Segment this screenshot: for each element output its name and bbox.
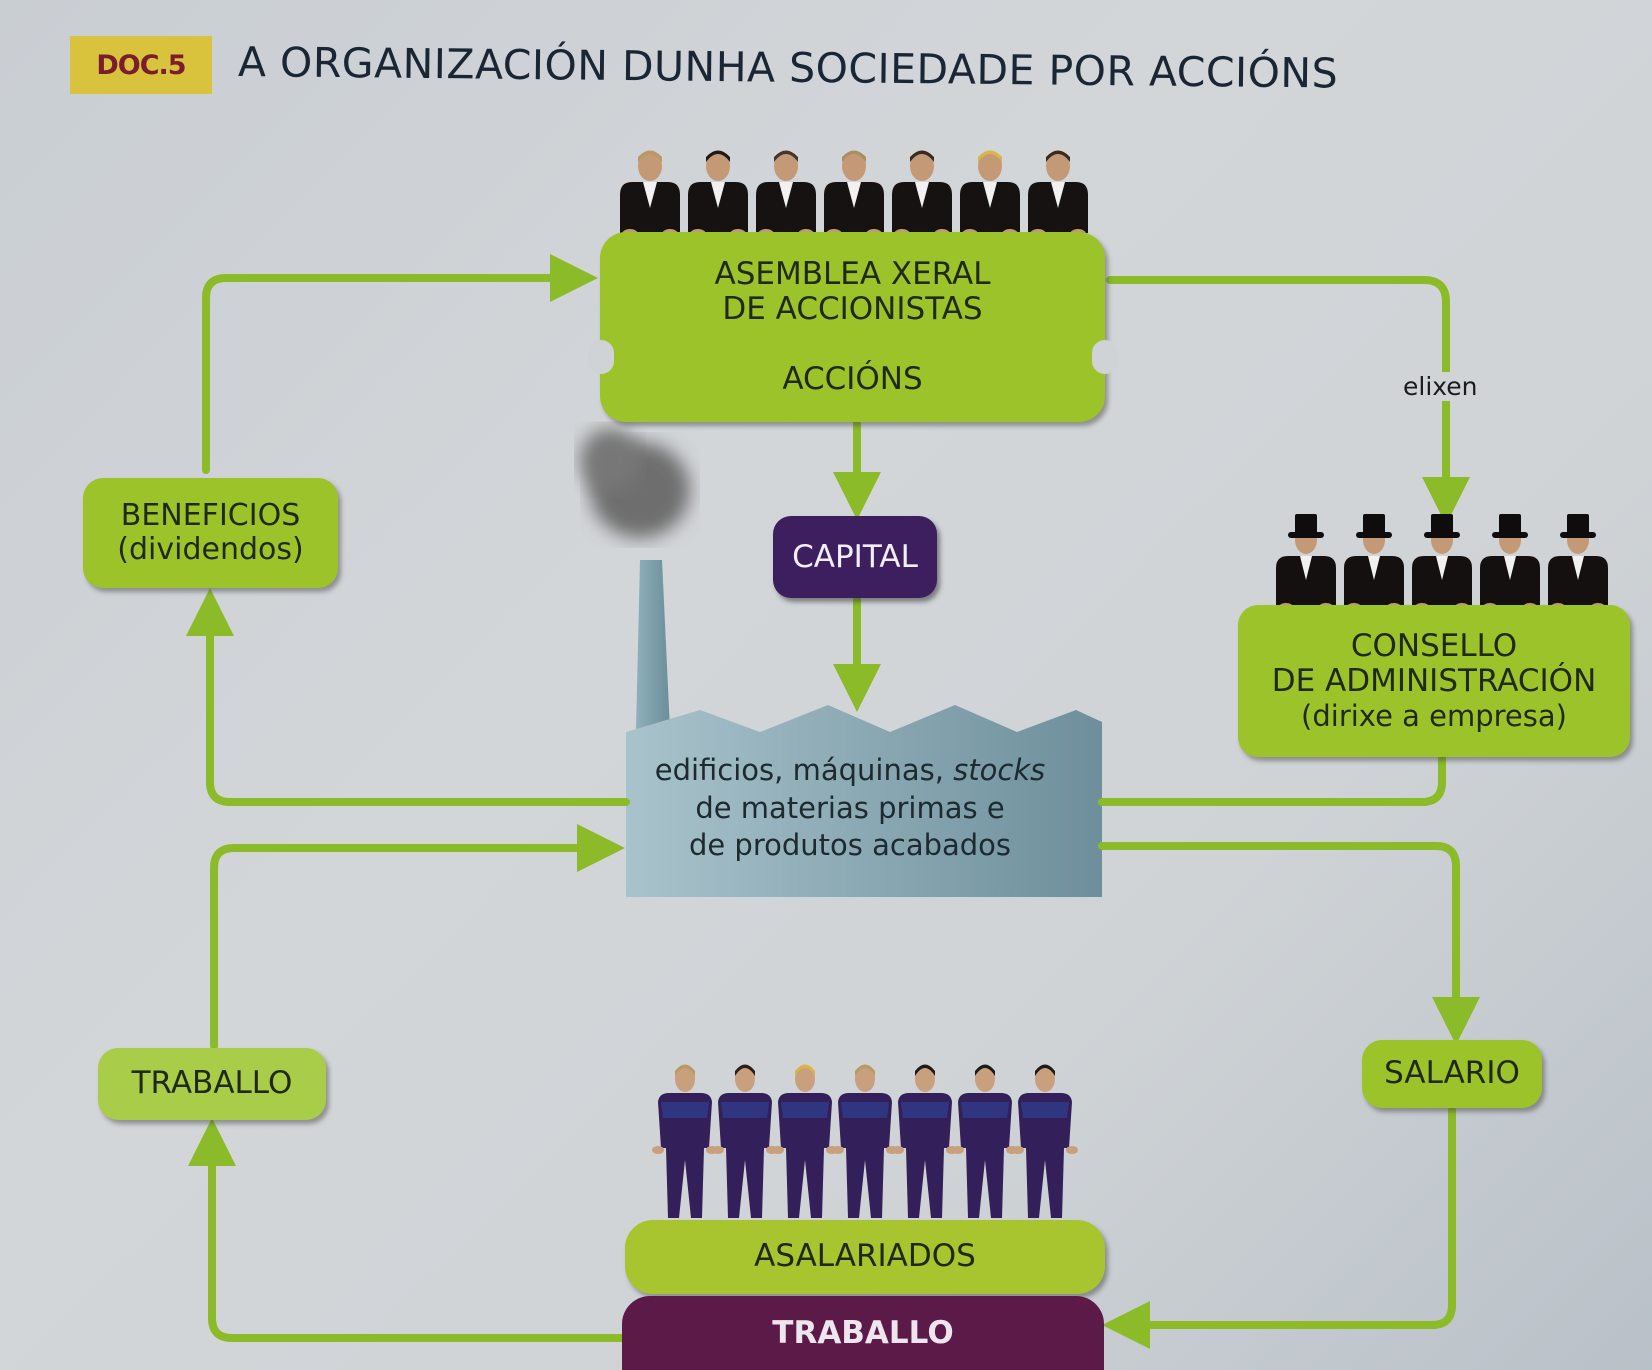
shareholder-icon	[688, 150, 748, 239]
top-hat-crown	[1567, 514, 1589, 534]
worker-icon	[1012, 1064, 1078, 1218]
factory-line2: de materias primas e	[695, 790, 1005, 825]
worker-icon	[892, 1064, 958, 1218]
factory-line1-text: edificios, máquinas,	[654, 753, 954, 787]
benefits-line2: (dividendos)	[117, 532, 304, 567]
shareholder-icon	[756, 150, 816, 239]
worker-icon	[652, 1064, 718, 1218]
edge-factory-to-benefits	[186, 588, 630, 806]
council-box: CONSELLO DE ADMINISTRACIÓN (dirixe a emp…	[1238, 605, 1630, 757]
director-icon	[1276, 514, 1336, 611]
council-line1: CONSELLO	[1350, 627, 1518, 664]
worker-icon	[832, 1064, 898, 1218]
shareholders-group	[620, 150, 1088, 239]
shareholder-icon	[824, 150, 884, 239]
director-icon	[1548, 514, 1608, 611]
assembly-line2: DE ACCIONISTAS	[722, 291, 983, 328]
edge-traballo-to-factory	[210, 824, 625, 1050]
doc-label: DOC.5	[70, 36, 212, 94]
assembly-box: ASEMBLEA XERAL DE ACCIONISTAS ACCIÓNS	[600, 232, 1105, 422]
edge-salary-to-work	[1102, 1106, 1456, 1349]
factory-illustration	[580, 428, 1102, 897]
director-icon	[1344, 514, 1404, 611]
employees-box: ASALARIADOS	[625, 1220, 1105, 1294]
factory-building-icon	[626, 705, 1102, 897]
shareholder-icon	[960, 150, 1020, 239]
worker-icon	[952, 1064, 1018, 1218]
council-line2: DE ADMINISTRACIÓN	[1271, 663, 1597, 700]
assembly-notch-right	[1092, 340, 1118, 374]
shareholder-icon	[892, 150, 952, 239]
shareholder-icon	[1028, 150, 1088, 239]
top-hat-crown	[1295, 514, 1317, 534]
assembly-line1: ASEMBLEA XERAL	[714, 255, 991, 292]
worker-icon	[712, 1064, 778, 1218]
edge-benefits-to-assembly	[202, 254, 598, 474]
edge-label-elixen: elixen	[1400, 372, 1481, 401]
workers-group	[652, 1064, 1078, 1218]
factory-line1: edificios, máquinas, stocks	[630, 752, 1070, 790]
edge-factory-to-salary	[1098, 842, 1480, 1045]
benefits-line1: BENEFICIOS	[120, 497, 301, 533]
directors-group	[1276, 514, 1608, 611]
factory-description: edificios, máquinas, stocks de materias …	[630, 752, 1070, 865]
edge-council-to-factory	[1098, 754, 1446, 806]
council-line3: (dirixe a empresa)	[1301, 698, 1567, 733]
top-hat-crown	[1363, 514, 1385, 534]
factory-line1-italic: stocks	[953, 753, 1046, 787]
work-left-box: TRABALLO	[98, 1048, 326, 1120]
shares-label: ACCIÓNS	[782, 360, 923, 397]
factory-line3: de produtos acabados	[688, 828, 1012, 863]
capital-box: CAPITAL	[773, 516, 937, 598]
worker-icon	[772, 1064, 838, 1218]
director-icon	[1412, 514, 1472, 611]
edge-work-to-traballo-left	[188, 1118, 626, 1342]
top-hat-crown	[1431, 514, 1453, 534]
work-bottom-box: TRABALLO	[622, 1296, 1104, 1370]
chimney-icon	[636, 560, 670, 730]
edge-assembly-to-council	[1106, 276, 1470, 525]
assembly-notch-left	[588, 340, 614, 374]
top-hat-crown	[1499, 514, 1521, 534]
smoke-puff	[580, 428, 640, 492]
salary-box: SALARIO	[1362, 1040, 1542, 1108]
shareholder-icon	[620, 150, 680, 239]
director-icon	[1480, 514, 1540, 611]
benefits-box: BENEFICIOS (dividendos)	[83, 478, 338, 588]
